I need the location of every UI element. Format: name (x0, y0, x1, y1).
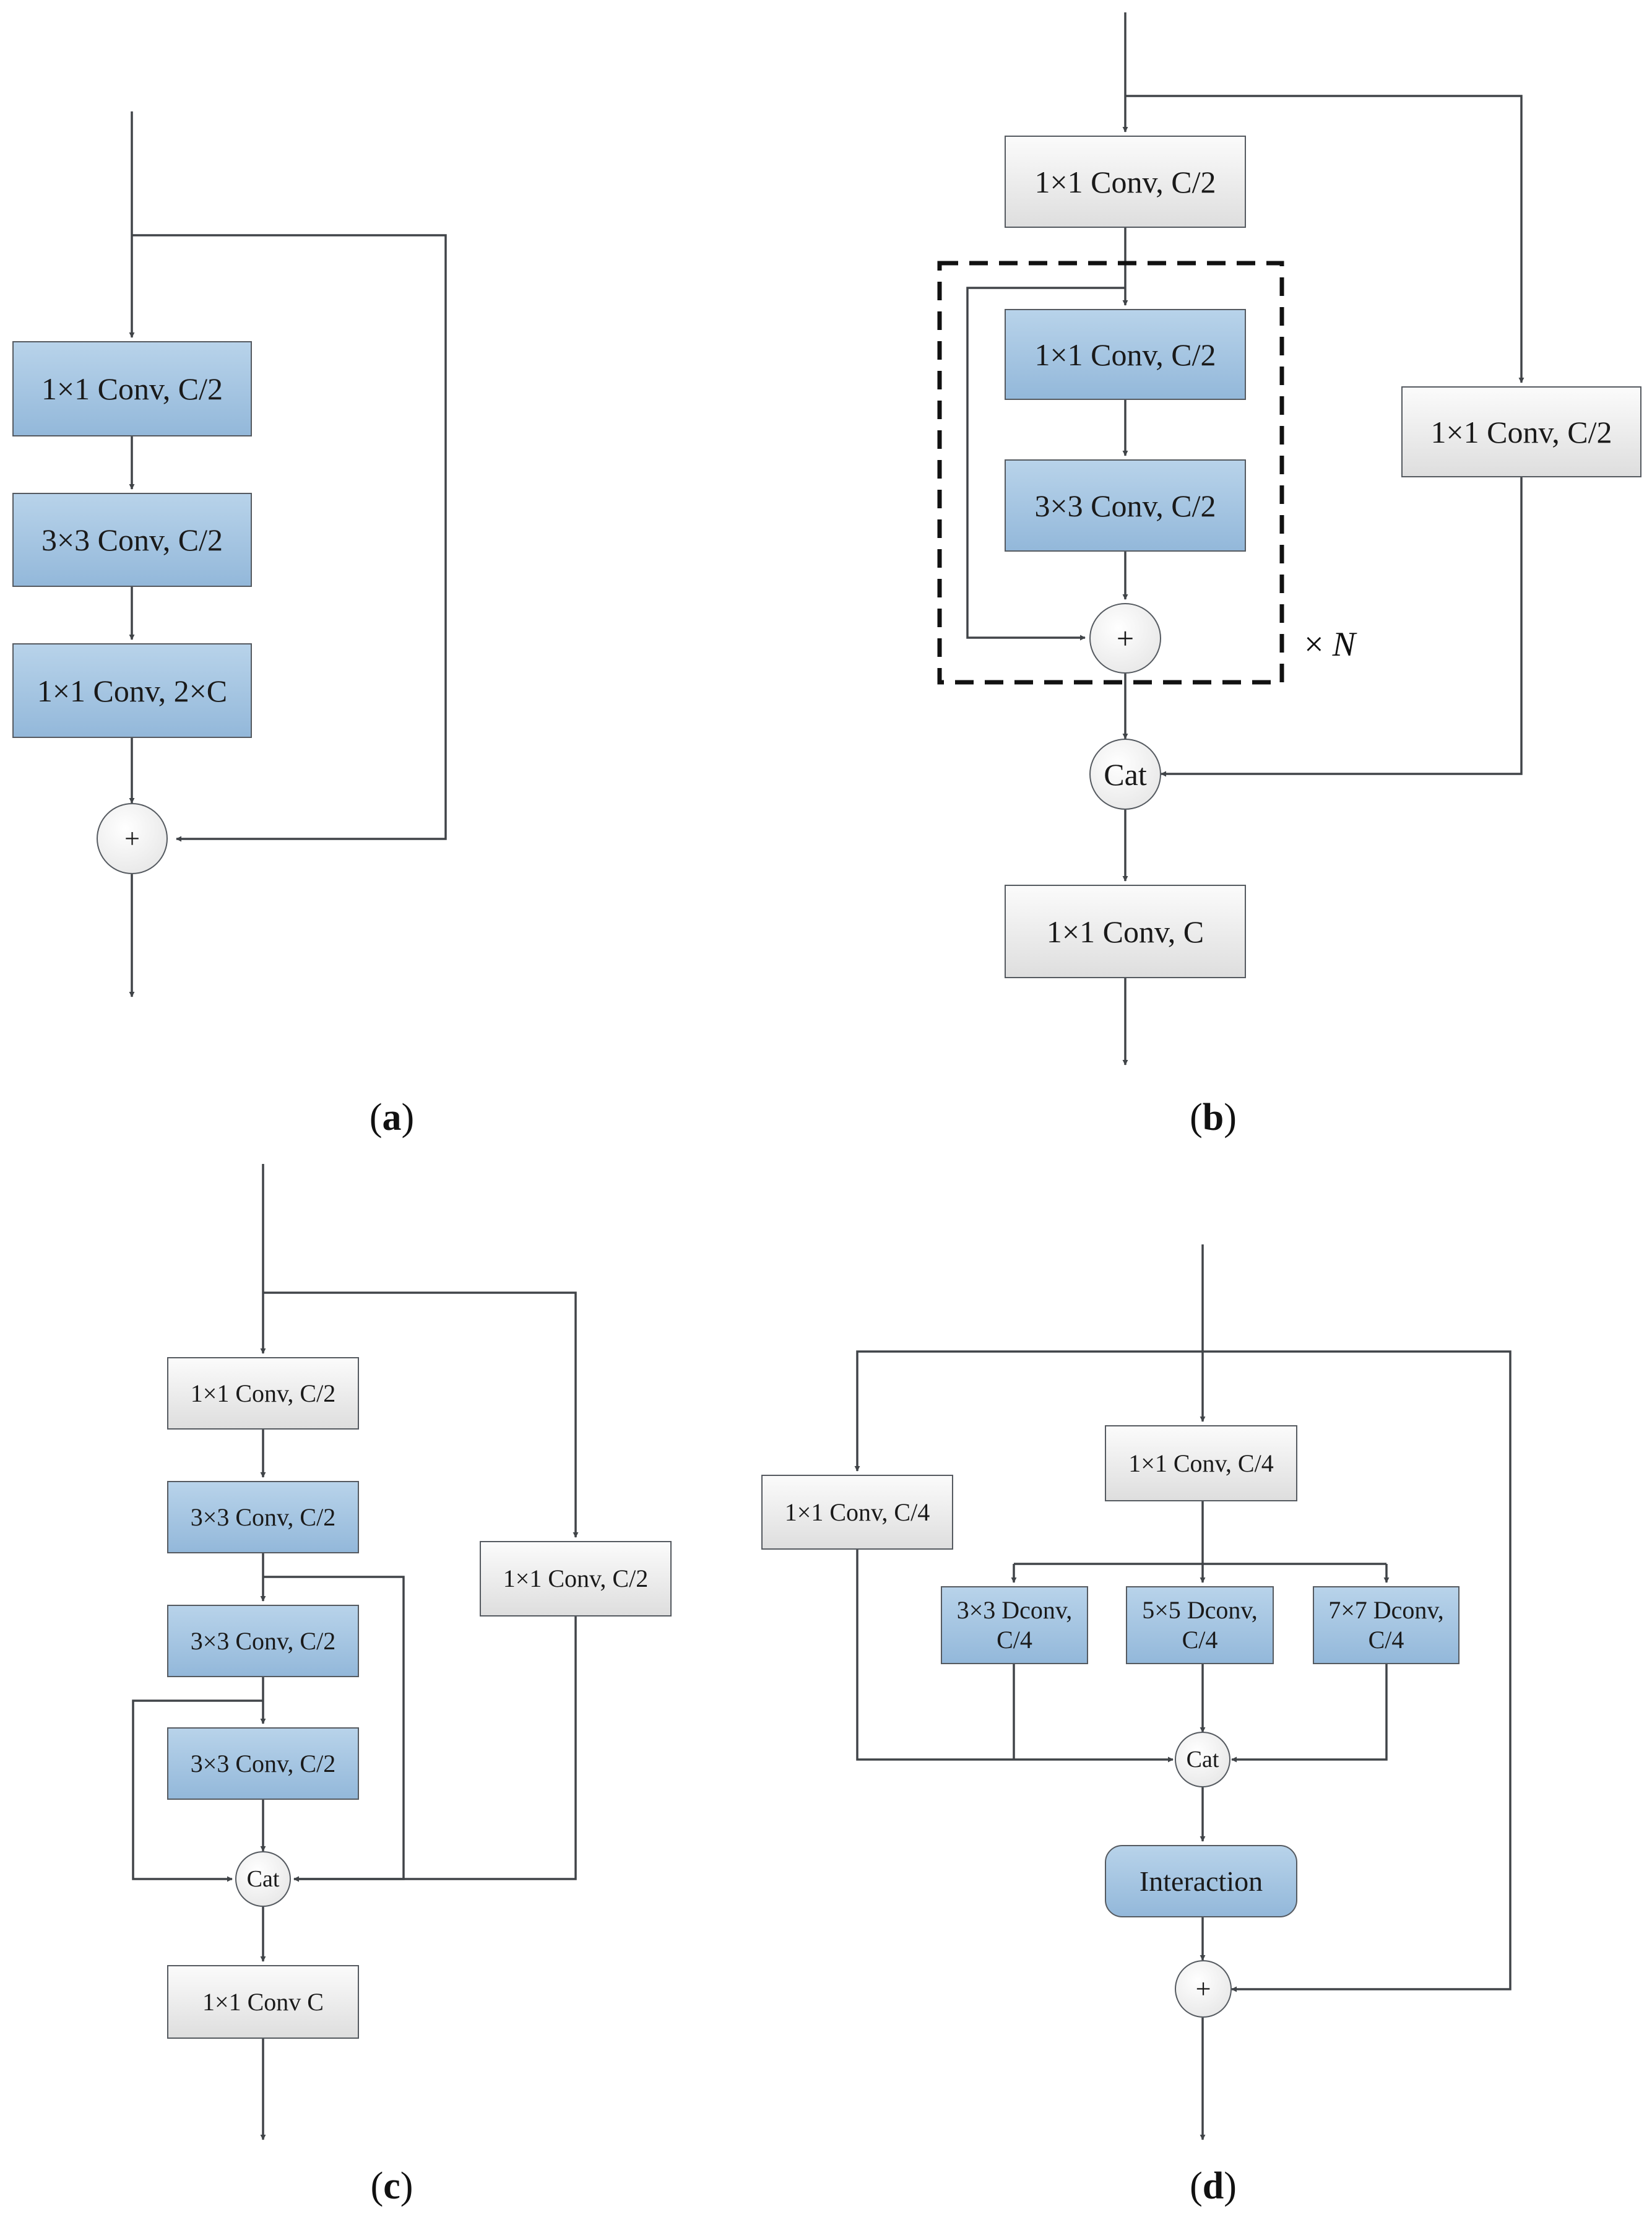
block-label: 3×3 Dconv, C/4 (956, 1596, 1073, 1654)
block-label: 1×1 Conv, C/2 (503, 1565, 649, 1592)
panel-a-add-node: + (97, 803, 168, 874)
panel-b-add-node: + (1089, 603, 1161, 674)
panel-a-letter: a (382, 1096, 402, 1139)
panel-c-cat-node: Cat (235, 1851, 291, 1907)
panel-c-conv3x3-2: 3×3 Conv, C/2 (167, 1605, 359, 1677)
panel-c-connectors (132, 1164, 579, 2140)
block-label: 1×1 Conv, C/2 (190, 1379, 336, 1407)
panel-d-add-node: + (1175, 1960, 1232, 2018)
panel-c-conv3x3-1: 3×3 Conv, C/2 (167, 1481, 359, 1553)
interaction-label: Interaction (1139, 1865, 1263, 1897)
panel-c-conv3x3-3: 3×3 Conv, C/2 (167, 1727, 359, 1800)
panel-d-dconv5x5: 5×5 Dconv, C/4 (1126, 1586, 1274, 1664)
cat-label: Cat (1104, 757, 1147, 792)
panel-b-letter: b (1202, 1096, 1224, 1139)
panel-c-letter: c (383, 2165, 400, 2207)
panel-b-bottleneck-conv1x1: 1×1 Conv, C/2 (1005, 309, 1246, 400)
panel-d-dconv7x7: 7×7 Dconv, C/4 (1313, 1586, 1460, 1664)
panel-d-letter: d (1202, 2165, 1224, 2207)
block-label: 3×3 Conv, C/2 (190, 1749, 336, 1777)
add-symbol: + (1116, 621, 1135, 656)
panel-a-conv1x1-reduce: 1×1 Conv, C/2 (12, 341, 252, 436)
add-symbol: + (1195, 1974, 1211, 2004)
panel-d-label: (d) (1190, 2165, 1237, 2207)
panel-d-conv1x1-main: 1×1 Conv, C/4 (1105, 1425, 1297, 1501)
panel-c-label: (c) (370, 2165, 413, 2207)
panel-b-conv1x1-entry: 1×1 Conv, C/2 (1005, 136, 1246, 228)
panel-d-connectors (854, 1244, 1511, 2140)
panel-b-cat-node: Cat (1089, 739, 1161, 810)
block-label: 1×1 Conv, C/2 (41, 371, 223, 406)
panel-a-conv1x1-expand: 1×1 Conv, 2×C (12, 643, 252, 738)
block-label: 3×3 Conv, C/2 (41, 523, 223, 557)
panel-d-interaction-block: Interaction (1105, 1845, 1297, 1917)
block-label: 3×3 Conv, C/2 (190, 1626, 336, 1655)
block-label: 7×7 Dconv, C/4 (1328, 1596, 1444, 1654)
block-label: 1×1 Conv, C/4 (784, 1498, 930, 1526)
block-label: 1×1 Conv, C/2 (1034, 164, 1216, 199)
block-label: 3×3 Conv, C/2 (190, 1503, 336, 1531)
panel-b-conv1x1-output: 1×1 Conv, C (1005, 885, 1246, 978)
block-label: 3×3 Conv, C/2 (1034, 488, 1216, 523)
add-symbol: + (124, 823, 140, 854)
block-label: 1×1 Conv, C/4 (1128, 1449, 1274, 1477)
panel-c-conv1x1-output: 1×1 Conv C (167, 1965, 359, 2039)
repeat-n-label: × N (1304, 625, 1356, 664)
panel-b-conv1x1-shortcut: 1×1 Conv, C/2 (1401, 386, 1641, 477)
panel-d-conv1x1-branch: 1×1 Conv, C/4 (761, 1475, 953, 1550)
cat-label: Cat (246, 1866, 280, 1892)
panel-d-cat-node: Cat (1175, 1732, 1230, 1787)
panel-b-connectors (937, 12, 1524, 1065)
panel-c-conv1x1-shortcut: 1×1 Conv, C/2 (480, 1541, 672, 1617)
block-label: 5×5 Dconv, C/4 (1142, 1596, 1258, 1654)
n-variable: N (1332, 625, 1356, 664)
block-label: 1×1 Conv, C/2 (1034, 337, 1216, 372)
times-symbol: × (1304, 625, 1324, 664)
block-label: 1×1 Conv, 2×C (37, 673, 228, 708)
panel-d-dconv3x3: 3×3 Dconv, C/4 (941, 1586, 1088, 1664)
block-label: 1×1 Conv C (202, 1987, 324, 2016)
panel-a-conv3x3: 3×3 Conv, C/2 (12, 493, 252, 587)
panel-c-conv1x1-entry: 1×1 Conv, C/2 (167, 1357, 359, 1430)
panel-a-label: (a) (369, 1096, 415, 1139)
block-label: 1×1 Conv, C (1046, 914, 1204, 949)
panel-b-bottleneck-conv3x3: 3×3 Conv, C/2 (1005, 459, 1246, 552)
panel-b-label: (b) (1190, 1096, 1237, 1139)
cat-label: Cat (1186, 1747, 1219, 1773)
block-label: 1×1 Conv, C/2 (1430, 414, 1612, 449)
panel-a-connectors (129, 111, 447, 997)
